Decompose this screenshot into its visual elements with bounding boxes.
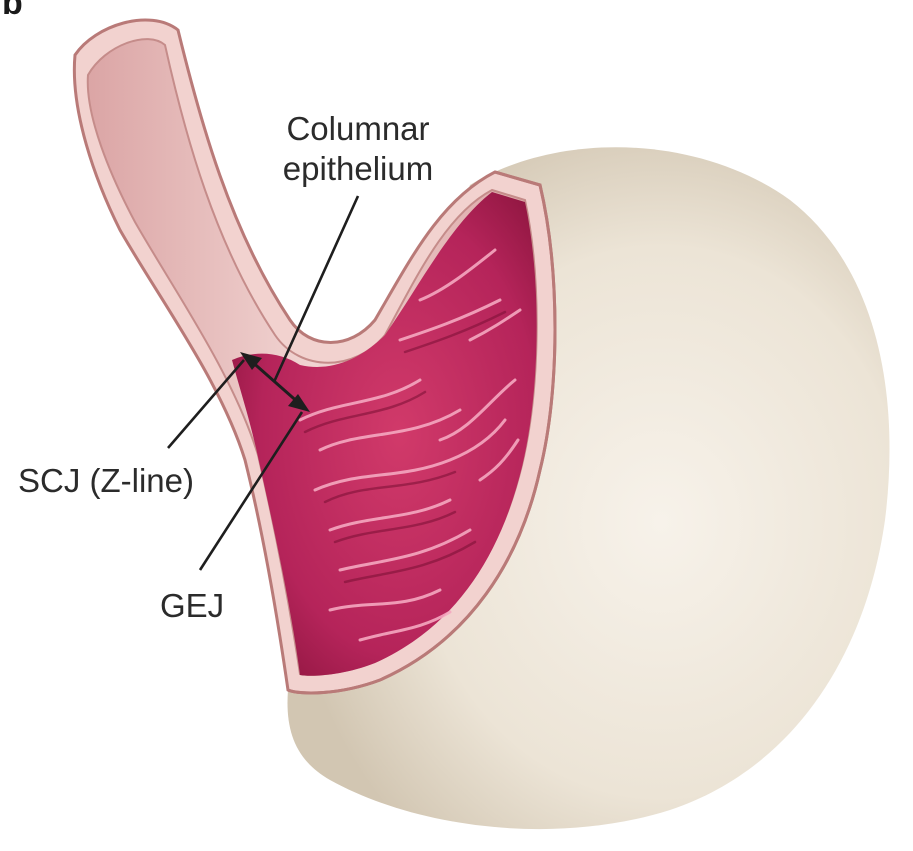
columnar-label-line2: epithelium <box>283 150 433 187</box>
scj-label: SCJ (Z-line) <box>18 462 194 499</box>
gej-label: GEJ <box>160 587 224 624</box>
columnar-label-line1: Columnar <box>286 110 429 147</box>
panel-letter: b <box>2 0 23 22</box>
